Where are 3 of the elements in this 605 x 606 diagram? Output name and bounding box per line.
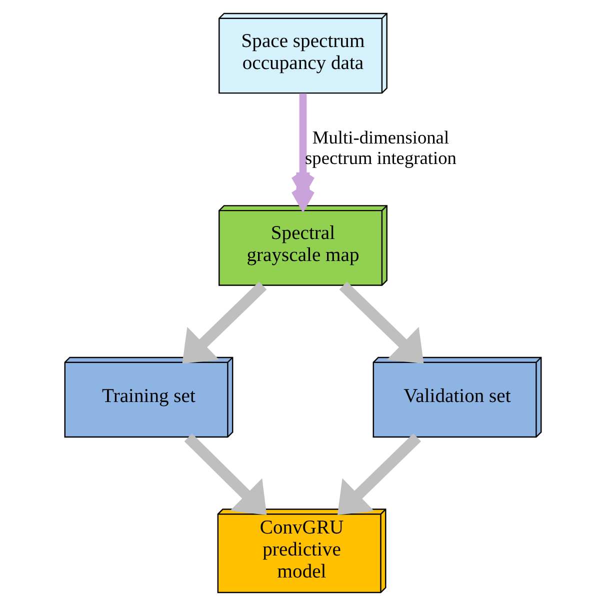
arrow xyxy=(184,434,266,516)
arrow xyxy=(338,282,424,364)
edge-label: Multi-dimensional spectrum integration xyxy=(304,127,456,168)
